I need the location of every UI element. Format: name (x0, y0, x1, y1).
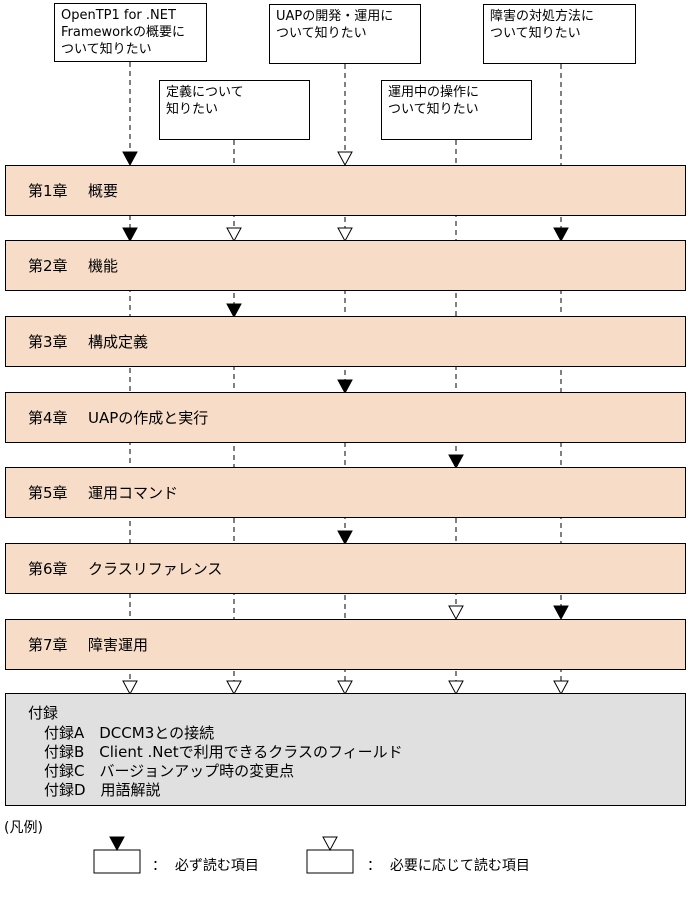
optional-arrow-marker (448, 680, 464, 696)
chapter-3: 第3章 構成定義 (5, 316, 686, 367)
chapter-number: 第1章 (28, 182, 68, 200)
appendix-item: 付録D 用語解説 (44, 781, 161, 799)
chapter-4: 第4章 UAPの作成と実行 (5, 392, 686, 443)
goal-box-operation: 運用中の操作に ついて知りたい (381, 80, 532, 140)
goal-box-uap: UAPの開発・運用に ついて知りたい (269, 4, 421, 64)
optional-arrow-marker (122, 680, 138, 696)
chapter-number: 第4章 (28, 409, 68, 427)
legend-optional-label: ： 必要に応じて読む項目 (367, 858, 530, 874)
required-arrow-marker (553, 605, 569, 621)
optional-arrow-marker (448, 605, 464, 621)
chapter-title: クラスリファレンス (88, 560, 223, 578)
legend-optional-box (306, 849, 354, 874)
goal-box-trouble: 障害の対処方法に ついて知りたい (483, 4, 636, 64)
chapter-number: 第5章 (28, 484, 68, 502)
required-arrow-marker (226, 303, 242, 319)
legend-required-box (93, 849, 141, 874)
chapter-number: 第2章 (28, 257, 68, 275)
legend-required-arrow (109, 836, 125, 852)
chapter-title: 機能 (88, 257, 119, 275)
chapter-number: 第6章 (28, 560, 68, 578)
required-arrow-marker (337, 530, 353, 546)
chapter-title: 概要 (88, 182, 119, 200)
appendix-item: 付録C バージョンアップ時の変更点 (44, 762, 295, 780)
required-arrow-marker (122, 227, 138, 243)
chapter-1: 第1章 概要 (5, 165, 686, 216)
chapter-title: UAPの作成と実行 (88, 409, 209, 427)
appendix-item: 付録B Client .Netで利用できるクラスのフィールド (44, 743, 403, 761)
optional-arrow-marker (226, 227, 242, 243)
required-arrow-marker (553, 227, 569, 243)
required-arrow-marker (448, 454, 464, 470)
optional-arrow-marker (337, 151, 353, 167)
optional-arrow-marker (226, 680, 242, 696)
chapter-title: 運用コマンド (88, 484, 179, 502)
appendix-box: 付録 付録A DCCM3との接続 付録B Client .Netで利用できるクラ… (5, 693, 686, 806)
chapter-number: 第3章 (28, 333, 68, 351)
required-arrow-marker (337, 379, 353, 395)
legend-required-label: ： 必ず読む項目 (152, 858, 259, 874)
appendix-title: 付録 (28, 704, 59, 722)
chapter-title: 障害運用 (88, 636, 149, 654)
optional-arrow-marker (337, 680, 353, 696)
chapter-5: 第5章 運用コマンド (5, 467, 686, 518)
chapter-7: 第7章 障害運用 (5, 619, 686, 670)
goal-box-overview: OpenTP1 for .NET Frameworkの概要に ついて知りたい (54, 3, 207, 62)
legend-title: (凡例) (4, 820, 43, 836)
optional-arrow-marker (337, 227, 353, 243)
required-arrow-marker (122, 151, 138, 167)
appendix-item: 付録A DCCM3との接続 (44, 724, 215, 742)
chapter-2: 第2章 機能 (5, 240, 686, 291)
chapter-title: 構成定義 (88, 333, 149, 351)
legend-optional-arrow (322, 836, 338, 852)
optional-arrow-marker (553, 680, 569, 696)
chapter-number: 第7章 (28, 636, 68, 654)
chapter-6: 第6章 クラスリファレンス (5, 543, 686, 594)
goal-box-definition: 定義について 知りたい (159, 80, 310, 140)
